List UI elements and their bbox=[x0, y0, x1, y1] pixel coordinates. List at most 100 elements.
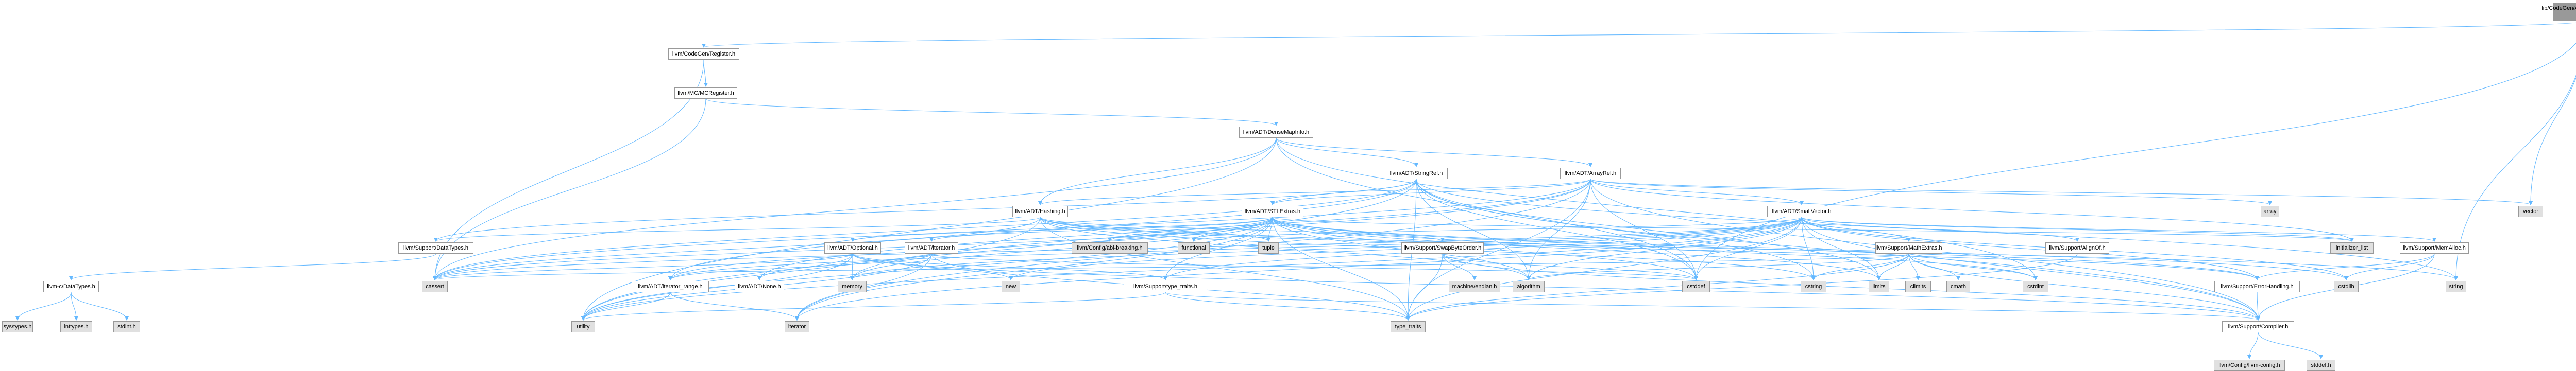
edge-smallvec-algorithm bbox=[1527, 217, 1802, 280]
node-llvm-c-datatypes-h[interactable]: llvm-c/DataTypes.h bbox=[43, 281, 99, 292]
edge-dmi-hashing bbox=[1038, 137, 1277, 205]
node-vector[interactable]: vector bbox=[2518, 206, 2543, 217]
node-support-datatypes-h[interactable]: llvm/Support/DataTypes.h bbox=[398, 242, 473, 254]
edge-stlext-utility bbox=[581, 217, 1273, 321]
node-label: llvm/Support/MemAlloc.h bbox=[2403, 244, 2466, 251]
node-tuple[interactable]: tuple bbox=[1258, 242, 1279, 254]
node-label: stddef.h bbox=[2311, 362, 2331, 368]
node-cstring[interactable]: cstring bbox=[1801, 281, 1826, 292]
node-register-h[interactable]: llvm/CodeGen/Register.h bbox=[668, 48, 739, 60]
node-label: cstdlib bbox=[2338, 283, 2354, 290]
node-densemapinfo-h[interactable]: llvm/ADT/DenseMapInfo.h bbox=[1239, 127, 1313, 138]
node-new[interactable]: new bbox=[1002, 281, 1020, 292]
node-label: cassert bbox=[426, 283, 444, 290]
node-mcregister-h[interactable]: llvm/MC/MCRegister.h bbox=[674, 87, 737, 99]
node-label: functional bbox=[1181, 244, 1206, 251]
node-stdint-h[interactable]: stdint.h bbox=[113, 321, 140, 332]
node-algorithm[interactable]: algorithm bbox=[1513, 281, 1545, 292]
node-label: llvm/ADT/DenseMapInfo.h bbox=[1243, 129, 1310, 135]
node-label: vector bbox=[2523, 208, 2538, 215]
node-hashing-h[interactable]: llvm/ADT/Hashing.h bbox=[1012, 206, 1068, 217]
edge-stlext-functional bbox=[1192, 217, 1273, 242]
node-functional[interactable]: functional bbox=[1178, 242, 1210, 254]
edge-mathext-cstdint bbox=[1908, 253, 2038, 280]
edge-stlext-memory bbox=[850, 217, 1273, 280]
edge-cdatatypes-systypes bbox=[15, 292, 72, 321]
node-abi-breaking-h[interactable]: llvm/Config/abi-breaking.h bbox=[1072, 242, 1148, 254]
node-inttypes-h[interactable]: inttypes.h bbox=[60, 321, 92, 332]
edge-errhandling-compiler bbox=[2256, 292, 2260, 321]
node-sys-types-h[interactable]: sys/types.h bbox=[2, 321, 33, 332]
node-label: llvm/Support/DataTypes.h bbox=[403, 244, 468, 251]
node-compiler-h[interactable]: llvm/Support/Compiler.h bbox=[2222, 321, 2294, 332]
node-limits[interactable]: limits bbox=[1869, 281, 1889, 292]
node-stlextras-h[interactable]: llvm/ADT/STLExtras.h bbox=[1242, 206, 1303, 217]
edge-smallvec-memory bbox=[850, 217, 1802, 280]
node-label: llvm/ADT/Optional.h bbox=[827, 244, 878, 251]
node-cassert[interactable]: cassert bbox=[422, 281, 448, 292]
edge-arrref-cstddef bbox=[1590, 179, 1698, 280]
edge-mathext-cmath bbox=[1908, 253, 1960, 280]
edge-memalloc-errhandling bbox=[2255, 253, 2435, 280]
node-machine-endian-h[interactable]: machine/endian.h bbox=[1449, 281, 1500, 292]
node-errorhandling-h[interactable]: llvm/Support/ErrorHandling.h bbox=[2214, 281, 2300, 292]
node-llvm-config-h[interactable]: llvm/Config/llvm-config.h bbox=[2214, 360, 2285, 371]
node-stringref-h[interactable]: llvm/ADT/StringRef.h bbox=[1385, 168, 1448, 179]
edge-iterator-cstddef bbox=[931, 253, 1698, 280]
node-label: tuple bbox=[1262, 244, 1275, 251]
edge-cdatatypes-inttypes bbox=[71, 292, 78, 321]
edge-swapbyte-machendian bbox=[1442, 253, 1477, 280]
edge-swapbyte-type_traits bbox=[1406, 253, 1443, 321]
edge-hashing-tuple bbox=[1040, 217, 1270, 242]
node-label: memory bbox=[842, 283, 862, 290]
node-smallvector-h[interactable]: llvm/ADT/SmallVector.h bbox=[1767, 206, 1836, 217]
node-utility[interactable]: utility bbox=[571, 321, 595, 332]
edge-strref-stlext bbox=[1270, 179, 1417, 205]
node-array[interactable]: array bbox=[2261, 206, 2279, 217]
edge-swapbyte-cstddef bbox=[1442, 253, 1698, 280]
node-label: llvm/CodeGen/Register.h bbox=[672, 50, 736, 57]
node-polynomialutils-h[interactable]: lib/CodeGen/AMDGPU/Polynomial Utils.h bbox=[2541, 3, 2576, 21]
node-optional-h[interactable]: llvm/ADT/Optional.h bbox=[824, 242, 881, 254]
node-swapbyteorder-h[interactable]: llvm/Support/SwapByteOrder.h bbox=[1401, 242, 1484, 254]
node-cstdlib[interactable]: cstdlib bbox=[2334, 281, 2359, 292]
edge-dmi-strref bbox=[1276, 137, 1418, 167]
edge-dmi-arrref bbox=[1276, 137, 1592, 167]
node-cstdint[interactable]: cstdint bbox=[2023, 281, 2048, 292]
node-cstddef[interactable]: cstddef bbox=[1682, 281, 1710, 292]
node-memory[interactable]: memory bbox=[838, 281, 867, 292]
node-none-h[interactable]: llvm/ADT/None.h bbox=[735, 281, 784, 292]
edge-mathext-compiler bbox=[1908, 253, 2260, 321]
node-string[interactable]: string bbox=[2446, 281, 2466, 292]
node-alignof-h[interactable]: llvm/Support/AlignOf.h bbox=[2045, 242, 2109, 254]
node-iterator-range-h[interactable]: llvm/ADT/iterator_range.h bbox=[632, 281, 709, 292]
node-label: initializer_list bbox=[2335, 244, 2368, 251]
node-support-type-traits-h[interactable]: llvm/Support/type_traits.h bbox=[1124, 281, 1207, 292]
node-climits[interactable]: climits bbox=[1905, 281, 1931, 292]
edge-smallvec-cstring bbox=[1801, 217, 1816, 280]
edge-mathext-cstring bbox=[1811, 253, 1909, 280]
node-adt-iterator-h[interactable]: llvm/ADT/iterator.h bbox=[905, 242, 958, 254]
node-stddef-h[interactable]: stddef.h bbox=[2307, 360, 2335, 371]
edge-compiler-stddef bbox=[2258, 332, 2323, 359]
edge-optional-compiler bbox=[852, 253, 2260, 321]
edge-optional-none bbox=[757, 253, 853, 280]
node-cmath[interactable]: cmath bbox=[1946, 281, 1970, 292]
edge-stlext-iteratorstd bbox=[795, 217, 1273, 321]
node-iterator[interactable]: iterator bbox=[785, 321, 809, 332]
node-type-traits[interactable]: type_traits bbox=[1391, 321, 1426, 332]
node-memalloc-h[interactable]: llvm/Support/MemAlloc.h bbox=[2400, 242, 2469, 254]
edge-root-vector bbox=[2529, 77, 2576, 205]
edge-optional-cassert bbox=[433, 253, 853, 280]
node-mathextras-h[interactable]: llvm/Support/MathExtras.h bbox=[1875, 242, 1942, 254]
edge-stlext-initlist bbox=[1272, 217, 2354, 242]
node-arrayref-h[interactable]: llvm/ADT/ArrayRef.h bbox=[1560, 168, 1621, 179]
edge-regh-mcreg bbox=[703, 59, 708, 87]
edge-arrref-initlist bbox=[1590, 179, 2354, 242]
node-initializer-list[interactable]: initializer_list bbox=[2330, 242, 2374, 254]
node-label: llvm/Support/Compiler.h bbox=[2228, 323, 2289, 330]
edge-smallvec-initlist bbox=[1801, 217, 2354, 242]
node-label: cmath bbox=[1951, 283, 1966, 290]
edge-optional-memory bbox=[850, 253, 855, 280]
